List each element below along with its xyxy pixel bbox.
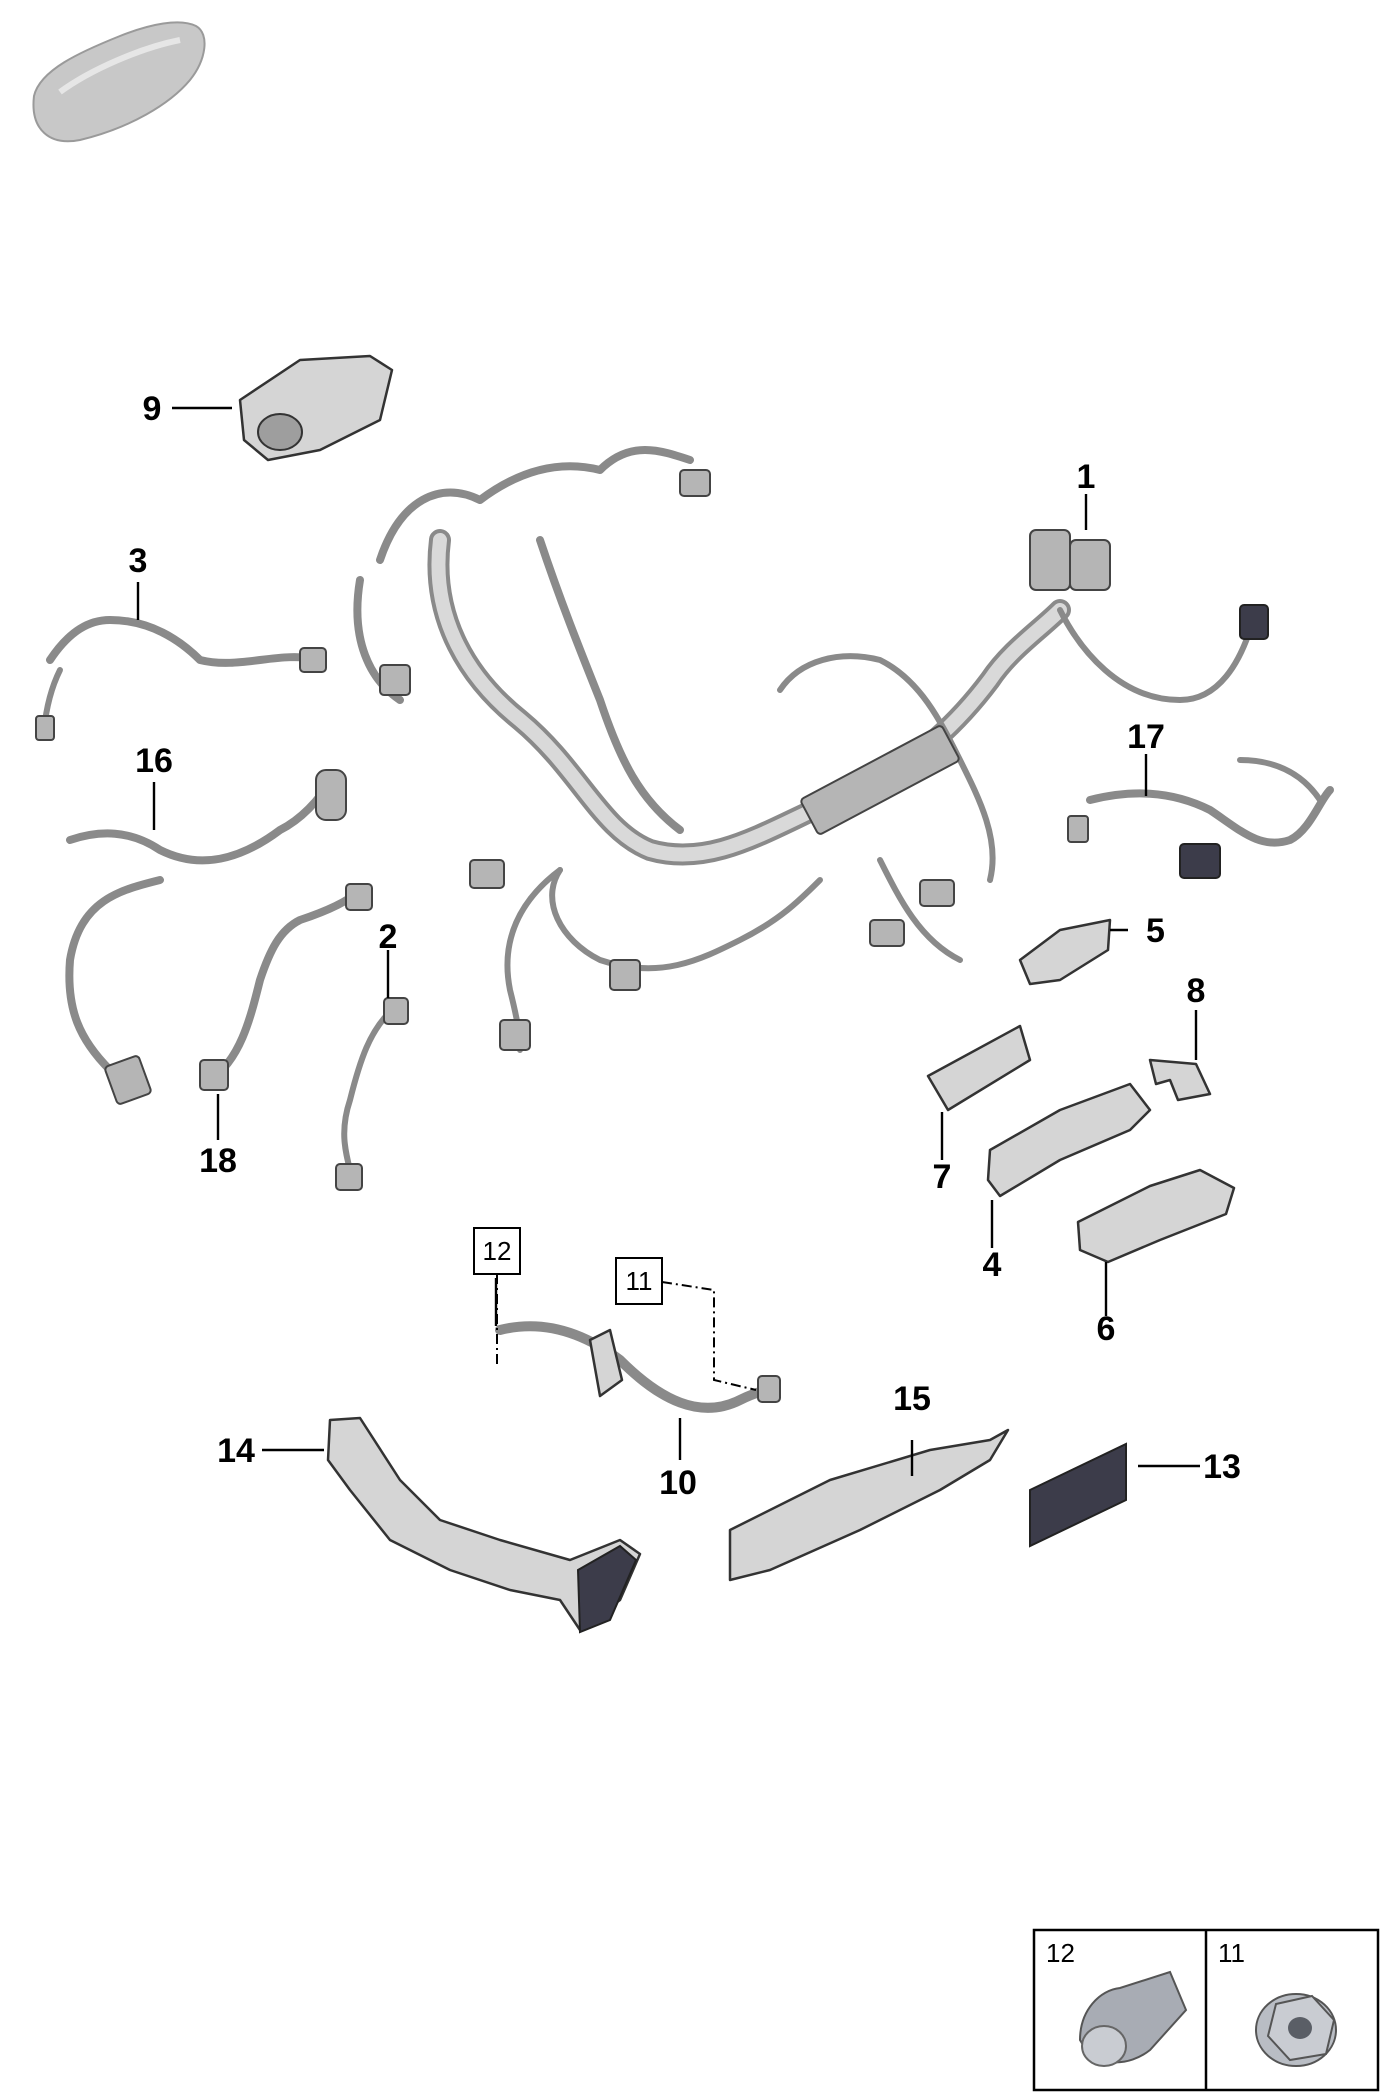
- callout-3: 3: [129, 542, 148, 580]
- callout-4: 4: [983, 1246, 1002, 1284]
- callout-18: 18: [199, 1142, 237, 1180]
- callout-16: 16: [135, 742, 173, 780]
- vehicle-thumbnail-icon: [32, 21, 206, 143]
- leader-lines: [136, 406, 1200, 1476]
- part-14-support: [326, 1416, 642, 1634]
- main-wiring-harness: [353, 446, 1269, 1053]
- callout-6: 6: [1097, 1310, 1116, 1348]
- callout-1: 1: [1077, 458, 1096, 496]
- part-callouts: 1 2 3 4 5 6 7 8 9 10 13 14 15 16 17 18: [129, 390, 1241, 1502]
- boxed-callout-11: 11: [615, 1257, 663, 1305]
- part-13-pad: [1029, 1442, 1127, 1548]
- callout-9: 9: [143, 390, 162, 428]
- part-15-duct: [728, 1428, 1010, 1582]
- part-3-harness: [35, 616, 327, 741]
- boxed-callout-11-label: 11: [626, 1266, 653, 1296]
- part-16-harness: [65, 769, 347, 1105]
- legend-label-12: 12: [1046, 1938, 1075, 1968]
- boxed-callout-12: 12: [473, 1227, 521, 1366]
- boxed-callout-12-label: 12: [483, 1236, 512, 1266]
- callout-14: 14: [217, 1432, 255, 1470]
- part-4-bracket: [986, 1082, 1152, 1198]
- part-6-bracket: [1076, 1168, 1236, 1264]
- part-2-harness: [335, 997, 409, 1191]
- fastener-legend: 12 11: [1032, 1928, 1380, 2092]
- part-10-ground-strap: [495, 1321, 781, 1413]
- part-8-clip: [1148, 1058, 1212, 1102]
- part-5-cover: [1018, 918, 1112, 986]
- callout-10: 10: [659, 1464, 697, 1502]
- part-17-harness: [1067, 757, 1334, 879]
- part-18-harness: [199, 883, 373, 1091]
- callout-7: 7: [933, 1158, 952, 1196]
- callout-13: 13: [1203, 1448, 1241, 1486]
- callout-17: 17: [1127, 718, 1165, 756]
- callout-15: 15: [893, 1380, 931, 1418]
- cap-nut-icon: [1078, 1970, 1188, 2067]
- callout-8: 8: [1187, 972, 1206, 1010]
- legend-label-11: 11: [1218, 1938, 1245, 1968]
- part-9-bracket: [238, 354, 394, 462]
- callout-5: 5: [1146, 912, 1165, 950]
- callout-2: 2: [379, 918, 398, 956]
- flange-nut-icon: [1255, 1993, 1337, 2067]
- part-7-cover: [926, 1024, 1032, 1112]
